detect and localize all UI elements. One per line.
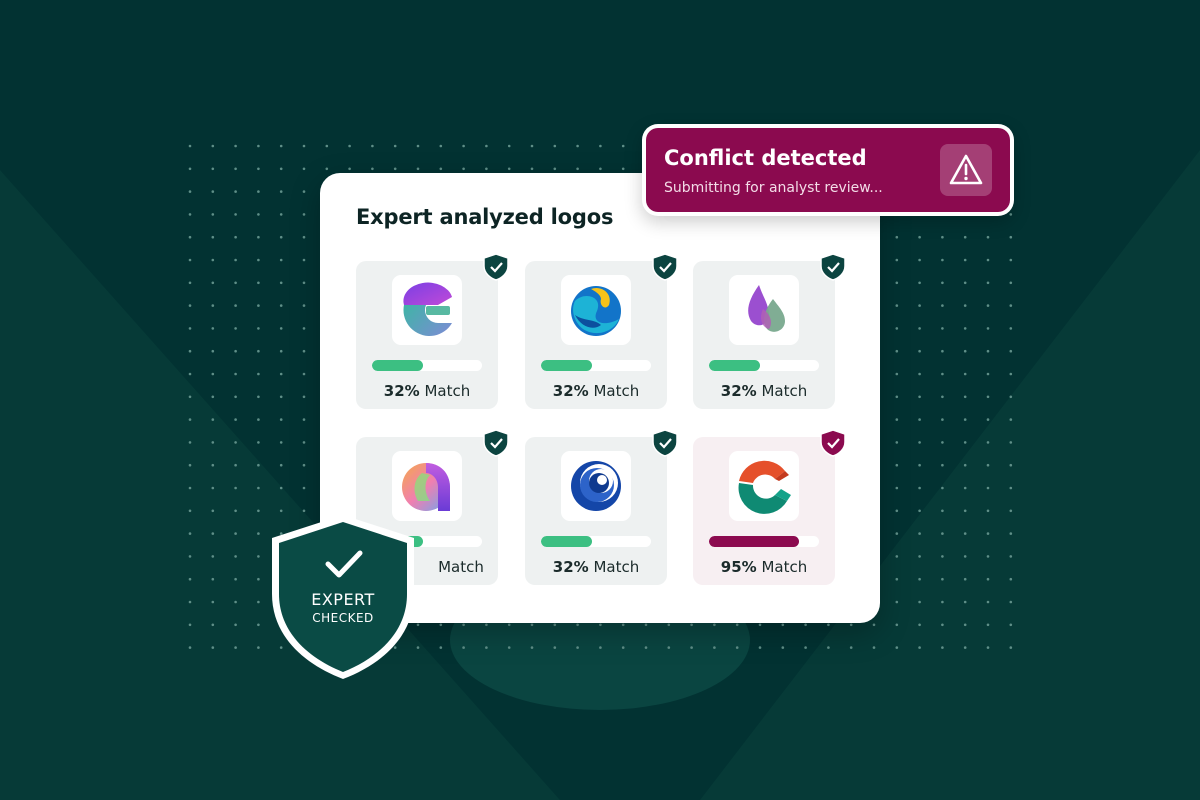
conflict-shield-icon — [820, 429, 846, 457]
match-progress-bar — [541, 536, 651, 547]
verified-shield-icon — [652, 253, 678, 281]
logo-thumbnail — [561, 275, 631, 345]
logo-tile[interactable]: 32% Match — [356, 253, 509, 409]
warning-icon-box — [940, 144, 992, 196]
blue-yellow-globe-logo-icon — [571, 286, 621, 336]
logo-tile[interactable]: 32% Match — [525, 253, 678, 409]
shield-badge-icon — [272, 515, 414, 679]
match-score: 32% Match — [720, 382, 808, 400]
logo-thumbnail — [392, 451, 462, 521]
logo-thumbnail — [561, 451, 631, 521]
analyzed-logos-panel: Expert analyzed logos 32% Match — [320, 173, 880, 623]
match-progress-bar — [541, 360, 651, 371]
red-teal-c-logo-icon — [738, 460, 791, 514]
conflict-subtitle: Submitting for analyst review... — [664, 180, 883, 196]
logo-tile[interactable]: 32% Match — [525, 429, 678, 585]
purple-flame-logo-icon — [748, 285, 785, 332]
gradient-arc-logo-icon — [402, 463, 450, 511]
conflict-notification[interactable]: Conflict detected Submitting for analyst… — [642, 124, 1014, 216]
logo-tile[interactable]: 32% Match — [693, 253, 846, 409]
badge-line-2: CHECKED — [312, 611, 374, 625]
match-score: 32% Match — [552, 558, 640, 576]
match-progress-bar — [709, 360, 819, 371]
match-score: Match — [438, 558, 484, 576]
logo-thumbnail — [392, 275, 462, 345]
logo-tile-conflict[interactable]: 95% Match — [693, 429, 846, 585]
match-score: 32% Match — [552, 382, 640, 400]
match-progress-bar — [372, 360, 482, 371]
match-score: 32% Match — [383, 382, 471, 400]
verified-shield-icon — [483, 253, 509, 281]
badge-line-1: EXPERT — [311, 590, 375, 609]
warning-triangle-icon — [949, 154, 983, 185]
verified-shield-icon — [652, 429, 678, 457]
logo-thumbnail — [729, 451, 799, 521]
match-progress-bar — [709, 536, 819, 547]
verified-shield-icon — [820, 253, 846, 281]
verified-shield-icon — [483, 429, 509, 457]
purple-green-c-logo-icon — [403, 282, 452, 336]
panel-title: Expert analyzed logos — [356, 205, 614, 229]
conflict-title: Conflict detected — [664, 146, 867, 170]
expert-checked-badge: EXPERT CHECKED — [268, 512, 418, 682]
match-score: 95% Match — [720, 558, 808, 576]
logo-thumbnail — [729, 275, 799, 345]
blue-swirl-logo-icon — [571, 461, 621, 511]
